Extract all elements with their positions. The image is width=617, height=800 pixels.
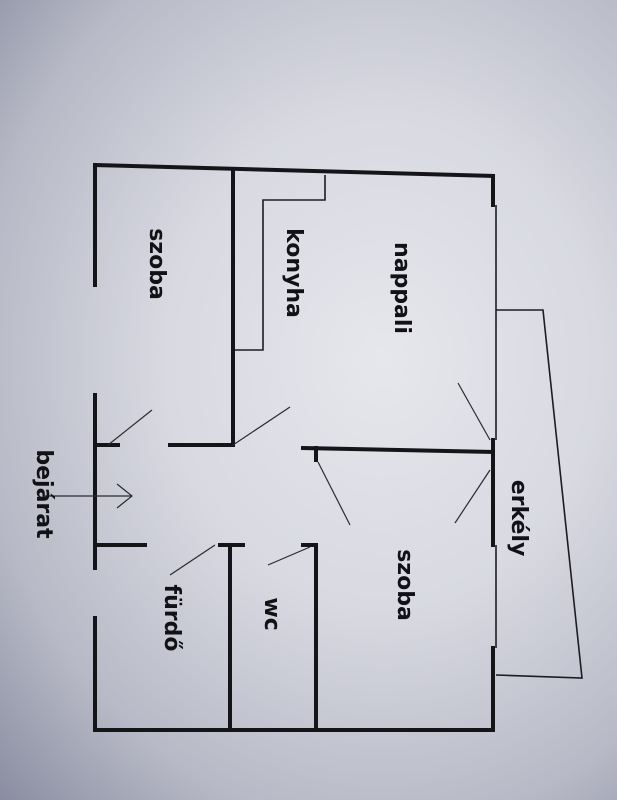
label-szoba-left: szoba <box>144 228 169 300</box>
door-swing-szoba-right <box>454 469 491 524</box>
label-erkely: erkély <box>506 480 531 557</box>
label-furdo: fürdő <box>159 585 184 652</box>
kitchen-partition <box>235 175 326 351</box>
outer-walls <box>92 162 496 732</box>
label-nappali: nappali <box>389 242 414 334</box>
door-swing-konyha <box>232 406 291 446</box>
wall-hall-right <box>300 445 496 455</box>
label-wc: wc <box>259 597 284 630</box>
label-konyha: konyha <box>281 228 306 318</box>
door-swing-nappali <box>457 382 491 441</box>
balcony <box>495 309 583 679</box>
arrow-head-icon <box>116 483 133 509</box>
label-bejarat: bejárat <box>31 449 56 539</box>
door-swing-furdo <box>169 544 216 576</box>
label-szoba-right: szoba <box>392 549 417 621</box>
entrance-arrow <box>45 483 133 509</box>
entrance-walls <box>93 443 147 547</box>
door-swing-wc <box>267 546 311 566</box>
wall-top <box>92 162 496 179</box>
door-swing-hall <box>317 461 351 526</box>
balcony-outline <box>495 309 583 679</box>
door-swings <box>107 382 491 576</box>
door-swing-szoba <box>107 409 153 446</box>
interior-walls <box>168 168 496 732</box>
kitchen-counter-line <box>235 175 326 351</box>
